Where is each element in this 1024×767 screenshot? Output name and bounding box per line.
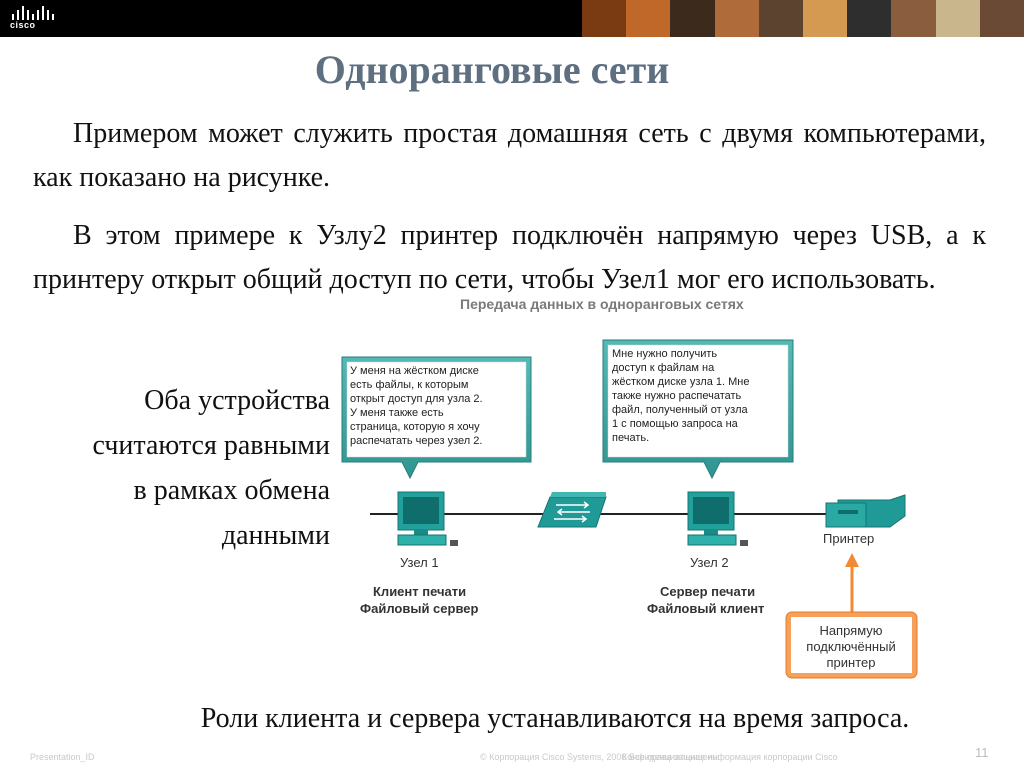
paragraph-2-text: В этом примере к Узлу2 принтер подключён… xyxy=(33,220,986,295)
arrow-up-icon xyxy=(845,553,859,612)
header-photo xyxy=(582,0,627,37)
bubble2-line: 1 с помощью запроса на xyxy=(612,418,739,430)
side-note-line: Оба устройства xyxy=(144,385,330,416)
header-photo xyxy=(847,0,892,37)
bubble1-line: страница, которую я хочу xyxy=(350,421,480,433)
host1-role-line: Файловый сервер xyxy=(360,601,478,616)
confidential-notice: Конфиденциальная информация корпорации C… xyxy=(622,752,838,762)
host1-computer-icon xyxy=(397,491,458,546)
side-note-line: в рамках обмена xyxy=(133,475,330,506)
side-note: Оба устройства считаются равными в рамка… xyxy=(40,378,330,558)
paragraph-2: В этом примере к Узлу2 принтер подключён… xyxy=(33,214,986,302)
header-photo xyxy=(670,0,715,37)
printer-icon xyxy=(825,494,906,528)
bubble2-line: файл, полученный от узла xyxy=(612,404,749,416)
bubble2-line: печать. xyxy=(612,432,649,444)
presentation-id: Presentation_ID xyxy=(30,752,95,762)
side-note-line: данными xyxy=(221,520,330,551)
bubble2-line: также нужно распечатать xyxy=(612,390,742,402)
host2-role-line: Сервер печати xyxy=(660,584,755,599)
printer-note-line: Напрямую xyxy=(819,623,882,638)
bubble2-line: жёстком диске узла 1. Мне xyxy=(612,376,749,388)
host1-role-line: Клиент печати xyxy=(373,584,466,599)
printer-note-box: Напрямую подключённый принтер xyxy=(785,611,918,679)
logo-wordmark: cisco xyxy=(10,20,36,30)
switch-icon xyxy=(537,492,607,528)
bubble1-line: распечатать через узел 2. xyxy=(350,435,482,447)
header-photo xyxy=(626,0,671,37)
paragraph-1: Примером может служить простая домашняя … xyxy=(33,112,986,200)
header-photo xyxy=(803,0,848,37)
bubble1-line: открыт доступ для узла 2. xyxy=(350,393,483,405)
printer-note-line: принтер xyxy=(827,655,876,670)
header-photo xyxy=(979,0,1024,37)
diagram-title: Передача данных в одноранговых сетях xyxy=(460,296,744,312)
host2-role-line: Файловый клиент xyxy=(647,601,764,616)
bottom-statement: Роли клиента и сервера устанавливаются н… xyxy=(200,703,910,734)
printer-label: Принтер xyxy=(823,531,874,546)
header-photo xyxy=(714,0,759,37)
bubble1-line: У меня также есть xyxy=(350,407,444,419)
side-note-line: считаются равными xyxy=(92,430,330,461)
bubble1-line: есть файлы, к которым xyxy=(350,379,469,391)
speech-bubble-host1: У меня на жёстком диске есть файлы, к ко… xyxy=(341,356,532,480)
speech-bubble-host2: Мне нужно получить доступ к файлам на жё… xyxy=(602,339,794,480)
cisco-logo-icon xyxy=(12,6,54,20)
bubble2-line: доступ к файлам на xyxy=(612,362,715,374)
host2-computer-icon xyxy=(687,491,748,546)
bubble2-line: Мне нужно получить xyxy=(612,348,717,360)
host2-label: Узел 2 xyxy=(690,555,729,570)
bubble1-line: У меня на жёстком диске xyxy=(350,365,479,377)
copyright-notice: © Корпорация Cisco Systems, 2008 Все пра… xyxy=(480,752,720,762)
header-photo xyxy=(891,0,936,37)
header-photo xyxy=(758,0,804,37)
page-number: 11 xyxy=(975,745,989,760)
paragraph-1-text: Примером может служить простая домашняя … xyxy=(33,118,986,193)
header-photo-strip xyxy=(582,0,1024,37)
host1-label: Узел 1 xyxy=(400,555,439,570)
printer-note-line: подключённый xyxy=(806,639,895,654)
header-bar: cisco xyxy=(0,0,1024,37)
header-photo xyxy=(935,0,980,37)
slide-title: Одноранговые сети xyxy=(314,47,670,92)
